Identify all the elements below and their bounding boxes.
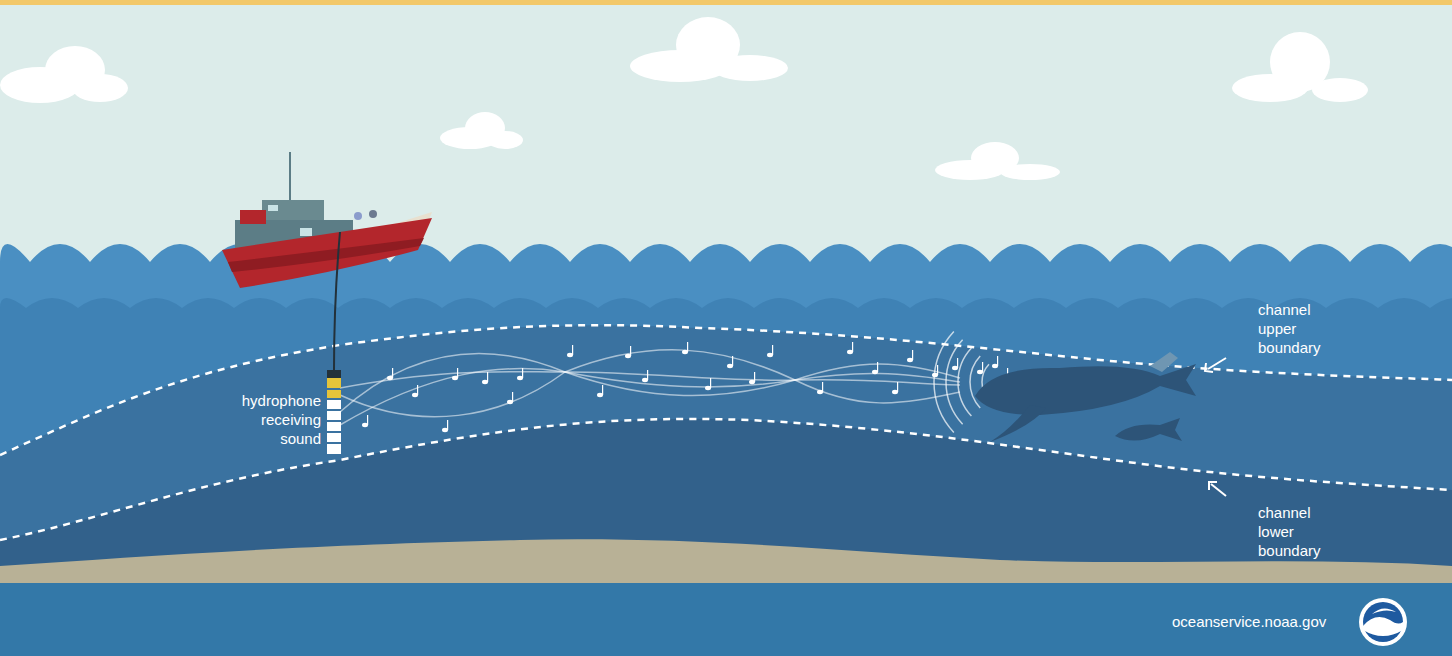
channel-water [0,325,1452,656]
hydrophone [327,232,341,454]
music-notes [362,342,1008,432]
leader-arrows [1205,358,1226,496]
lower-boundary-line [0,419,1452,540]
boundary-label: channel upper boundary [1258,300,1321,357]
sound-rays [340,350,960,425]
sea-layer [0,298,1452,656]
hydrophone-label: hydrophone receiving sound [242,391,321,448]
footer-band [0,583,1452,656]
seafloor [0,539,1452,584]
whale [975,352,1196,442]
deep-water [0,419,1452,656]
boat [222,152,432,288]
top-stripe [0,0,1452,5]
clouds [0,17,1368,180]
noaa-logo [1359,598,1407,646]
upper-boundary-line [0,325,1452,455]
boundary-label: channel lower boundary [1258,503,1321,560]
source-url: oceanservice.noaa.gov [1172,612,1326,631]
sound-waves [934,332,989,433]
